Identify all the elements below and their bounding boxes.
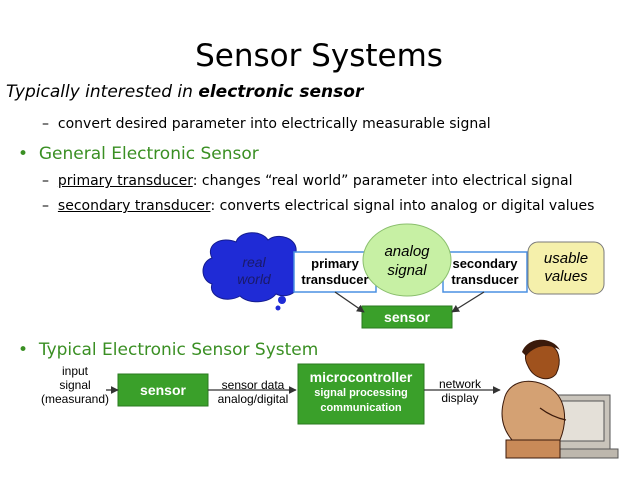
primary-term: primary transducer <box>57 173 193 189</box>
microcontroller-label: microcontroller signal processing commun… <box>298 368 424 416</box>
world-label: world <box>237 271 271 287</box>
sensor-data-line2: analog/digital <box>217 392 289 406</box>
mc-line1: signal processing <box>314 387 408 399</box>
intro-bold: electronic sensor <box>198 82 364 102</box>
secondary-desc: : converts electrical signal into analog… <box>210 198 595 214</box>
person-at-computer-illustration <box>501 339 619 459</box>
input-line1: input <box>61 364 89 378</box>
sensor-bottom-label: sensor <box>140 382 186 398</box>
secondary-transducer-word: transducer <box>451 272 519 287</box>
secondary-box <box>442 251 528 293</box>
primary-box <box>293 251 377 293</box>
arrow-primary-sensor <box>334 291 365 313</box>
primary-label: primary <box>311 256 359 271</box>
sensor-box-bottom <box>117 373 209 407</box>
usable-label: usable <box>543 250 589 267</box>
network-line: network <box>438 377 482 391</box>
bullet-general: • General Electronic Sensor <box>18 144 259 164</box>
primary-desc: : changes “real world” parameter into el… <box>192 173 573 189</box>
microcontroller-box <box>297 363 425 425</box>
intro-prefix: Typically interested in <box>6 82 199 102</box>
bullet-general-text: General Electronic Sensor <box>38 144 259 164</box>
network-display-label: network display <box>428 377 492 405</box>
real-world-label: real world <box>214 254 294 288</box>
display-line: display <box>441 391 479 405</box>
sensor-box-top <box>361 305 453 329</box>
input-line2: signal <box>59 378 91 392</box>
intro-sub-text: convert desired parameter into electrica… <box>57 116 491 132</box>
bullet-typical-text: Typical Electronic Sensor System <box>38 340 319 360</box>
real-label: real <box>242 254 266 270</box>
sensor-data-line1: sensor data <box>221 378 285 392</box>
secondary-term: secondary transducer <box>57 198 211 214</box>
analog-signal-ellipse <box>362 223 452 297</box>
page-title: Sensor Systems <box>195 38 443 74</box>
values-label: values <box>544 268 588 285</box>
mc-line2: communication <box>320 402 402 414</box>
secondary-transducer-label: secondary transducer <box>443 256 527 288</box>
analog-label: analog <box>384 243 430 260</box>
mc-title: microcontroller <box>309 369 413 385</box>
usable-values-label: usable values <box>528 250 604 286</box>
input-signal-label: input signal (measurand) <box>36 364 114 406</box>
arrow-sensor-secondary <box>451 291 485 313</box>
secondary-label: secondary <box>452 256 518 271</box>
sensor-data-label: sensor data analog/digital <box>210 378 296 406</box>
subitem-primary: – primary transducer: changes “real worl… <box>42 173 573 189</box>
usable-values-box <box>527 241 605 295</box>
sensor-top-label: sensor <box>384 309 430 325</box>
intro-subitem: – convert desired parameter into electri… <box>42 116 491 132</box>
subitem-secondary: – secondary transducer: converts electri… <box>42 198 595 214</box>
bullet-typical: • Typical Electronic Sensor System <box>18 340 319 360</box>
signal-label: signal <box>387 262 427 279</box>
input-line3: (measurand) <box>40 392 110 406</box>
analog-signal-label: analog signal <box>363 242 451 280</box>
intro-line: Typically interested in electronic senso… <box>6 82 363 102</box>
primary-transducer-word: transducer <box>301 272 369 287</box>
primary-transducer-label: primary transducer <box>294 256 376 288</box>
